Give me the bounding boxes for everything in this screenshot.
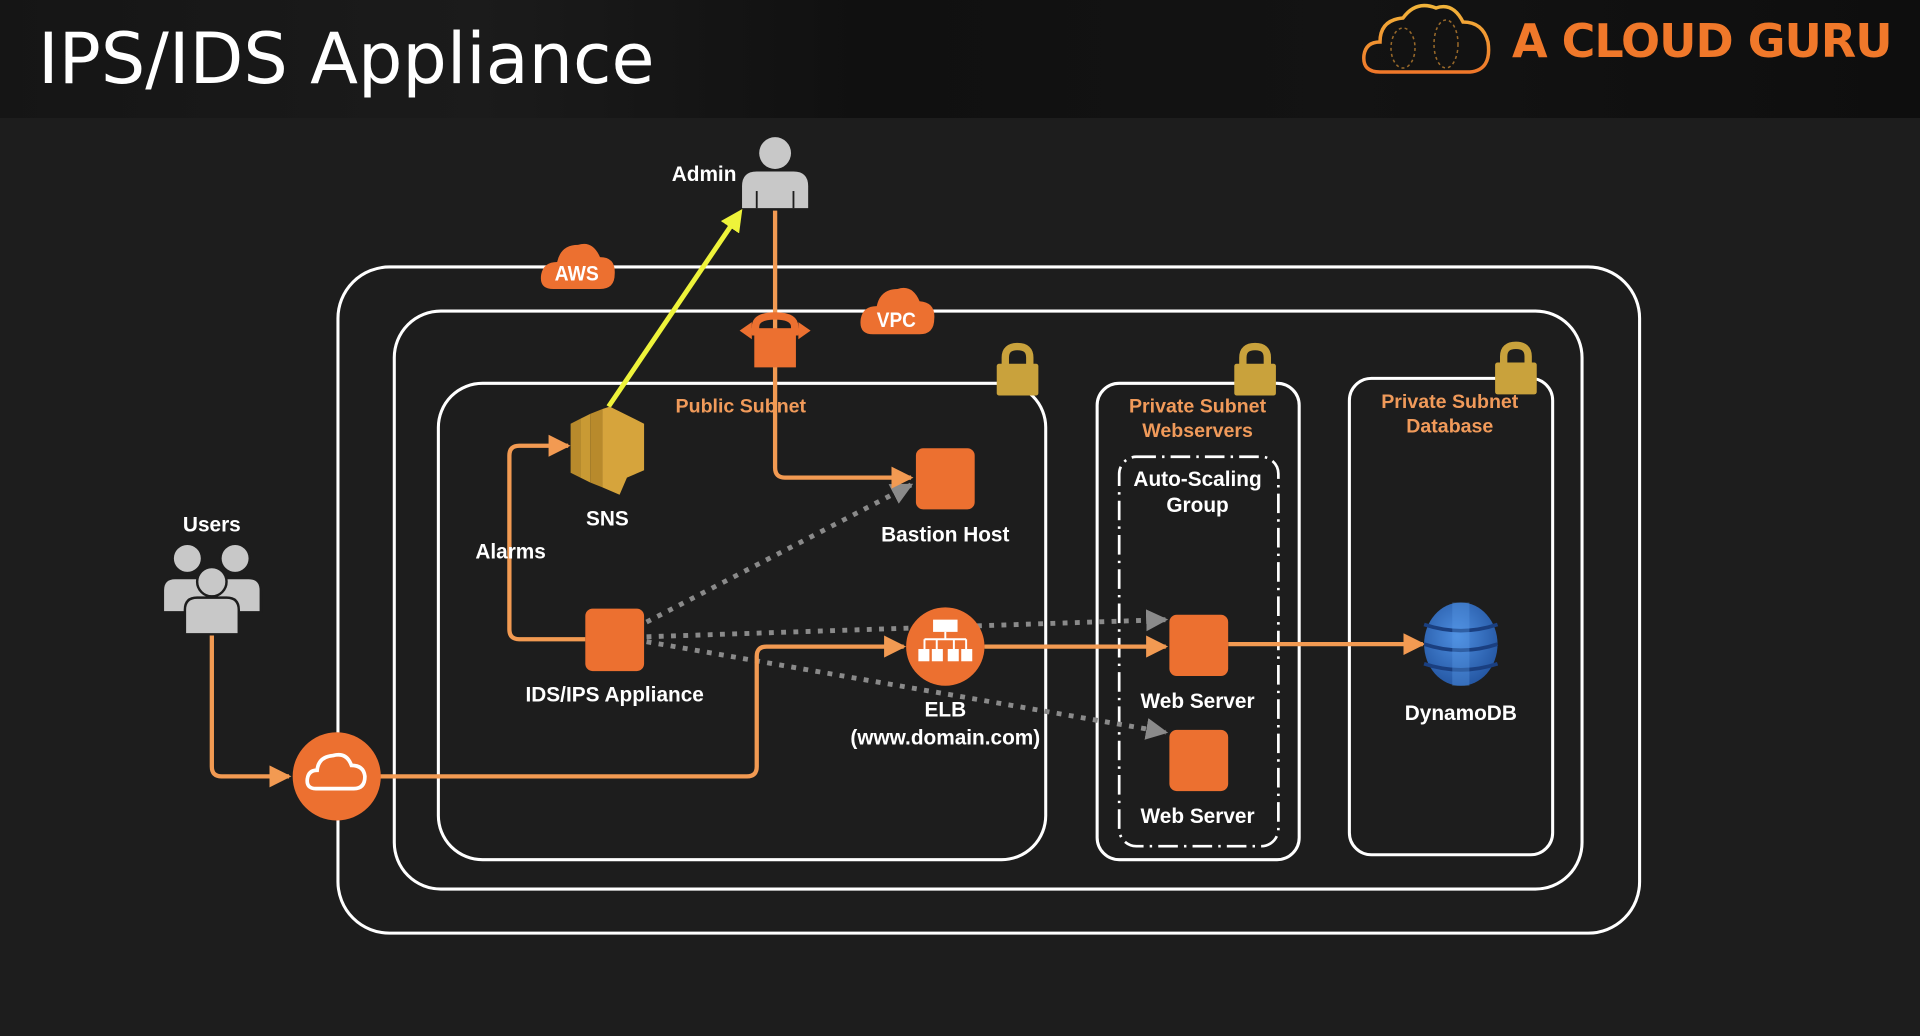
- web-server-1-label: Web Server: [1141, 690, 1255, 713]
- elb-label: ELB: [925, 698, 967, 721]
- asg-label-line2: Group: [1166, 494, 1228, 517]
- web-server-2-label: Web Server: [1141, 805, 1255, 828]
- sns-label: SNS: [586, 507, 629, 530]
- edge-ids-to-web1: [646, 609, 1169, 640]
- edge-ids-to-bastion: [645, 482, 914, 625]
- lock-icon: [996, 342, 1039, 396]
- aws-cloud-badge: AWS: [540, 243, 615, 290]
- vpc-cloud-badge: VPC: [860, 287, 935, 335]
- private-database-label-line1: Private Subnet: [1381, 391, 1519, 413]
- vpc-container: [392, 309, 1584, 891]
- alarms-label: Alarms: [475, 540, 546, 563]
- aws-label: AWS: [555, 262, 599, 285]
- public-subnet-container: [436, 381, 1048, 862]
- vpc-label: VPC: [877, 309, 916, 332]
- users-group-icon: [161, 542, 263, 636]
- elb-domain-label: (www.domain.com): [850, 727, 1040, 750]
- public-subnet-label: Public Subnet: [676, 396, 807, 418]
- web-server-1-instance-icon[interactable]: [1169, 614, 1229, 676]
- dynamodb-icon[interactable]: [1423, 602, 1499, 686]
- cloud-guru-logo-icon: [1362, 3, 1491, 74]
- brand-name: A CLOUD GURU: [1512, 14, 1893, 68]
- users-label: Users: [183, 513, 241, 536]
- ids-ips-appliance-label: IDS/IPS Appliance: [526, 684, 704, 707]
- bastion-host-instance-icon[interactable]: [915, 448, 975, 510]
- edge-igw-to-elb: [377, 635, 907, 779]
- private-webservers-label-line1: Private Subnet: [1129, 396, 1267, 418]
- private-subnet-webservers-container: [1095, 381, 1301, 862]
- private-database-label-line2: Database: [1406, 415, 1493, 437]
- sns-icon: [570, 406, 645, 495]
- asg-label-line1: Auto-Scaling: [1133, 468, 1261, 491]
- slide-title: IPS/IDS Appliance: [38, 18, 655, 100]
- web-server-2-instance-icon[interactable]: [1169, 729, 1229, 792]
- load-balancer-icon[interactable]: [906, 607, 985, 686]
- private-webservers-label-line2: Webservers: [1142, 420, 1253, 442]
- ids-ips-appliance-instance-icon[interactable]: [585, 608, 645, 672]
- vpn-gateway-lock-icon: [739, 312, 811, 368]
- edge-users-to-igw: [209, 634, 292, 788]
- lock-icon: [1495, 341, 1537, 395]
- edge-sns-to-admin: [606, 209, 743, 408]
- auto-scaling-group-container: [1117, 455, 1280, 848]
- admin-user-icon: [742, 137, 809, 209]
- dynamodb-label: DynamoDB: [1405, 702, 1517, 725]
- edge-ids-to-web2: [646, 639, 1169, 740]
- aws-container: [336, 265, 1642, 935]
- admin-label: Admin: [672, 163, 737, 186]
- bastion-host-label: Bastion Host: [881, 523, 1009, 546]
- internet-gateway-icon: [292, 732, 381, 821]
- slide-header: IPS/IDS Appliance A CLOUD GURU: [0, 0, 1920, 118]
- edge-ids-to-sns-alarms: [507, 434, 586, 642]
- edge-admin-to-bastion: [772, 210, 914, 489]
- private-subnet-database-container: [1347, 376, 1555, 857]
- lock-icon: [1234, 342, 1276, 396]
